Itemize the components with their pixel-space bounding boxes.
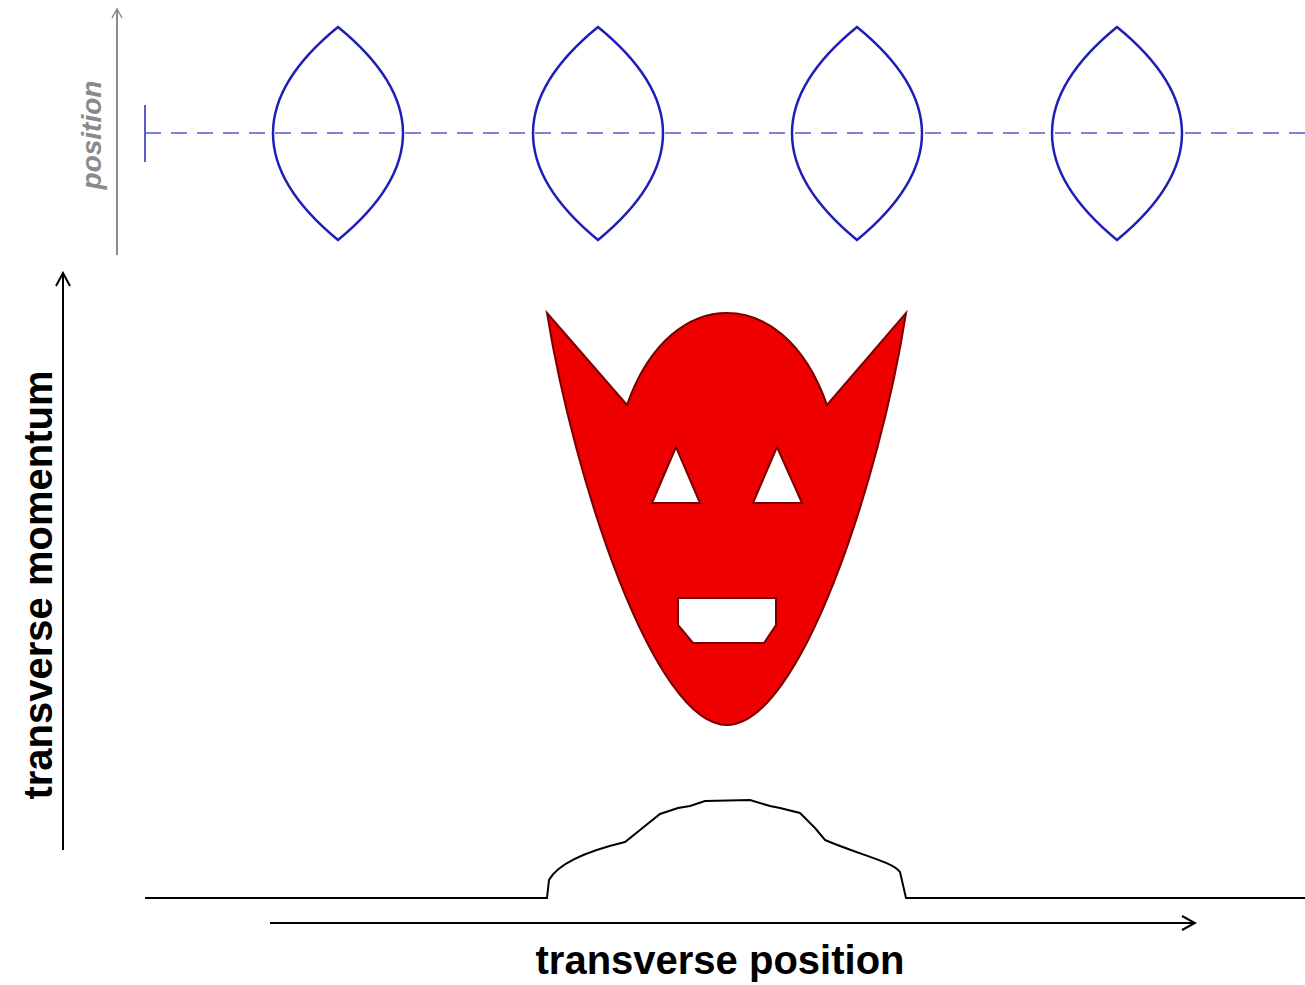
projection-profile [145,800,1305,898]
eye-hole [652,447,700,503]
lens [1052,27,1182,240]
position-axis [270,922,1195,924]
eye-hole [753,447,802,503]
axis-title: transverse momentum [16,370,61,799]
phase-space-distribution [547,313,906,725]
position-axis [116,9,118,255]
axis-title: transverse position [535,938,904,983]
momentum-axis [62,273,64,850]
lens [533,27,663,240]
lens [792,27,922,240]
lens [273,27,403,240]
mouth-hole [678,598,776,643]
axis-label: position [76,81,108,190]
optical-axis [145,132,1305,134]
